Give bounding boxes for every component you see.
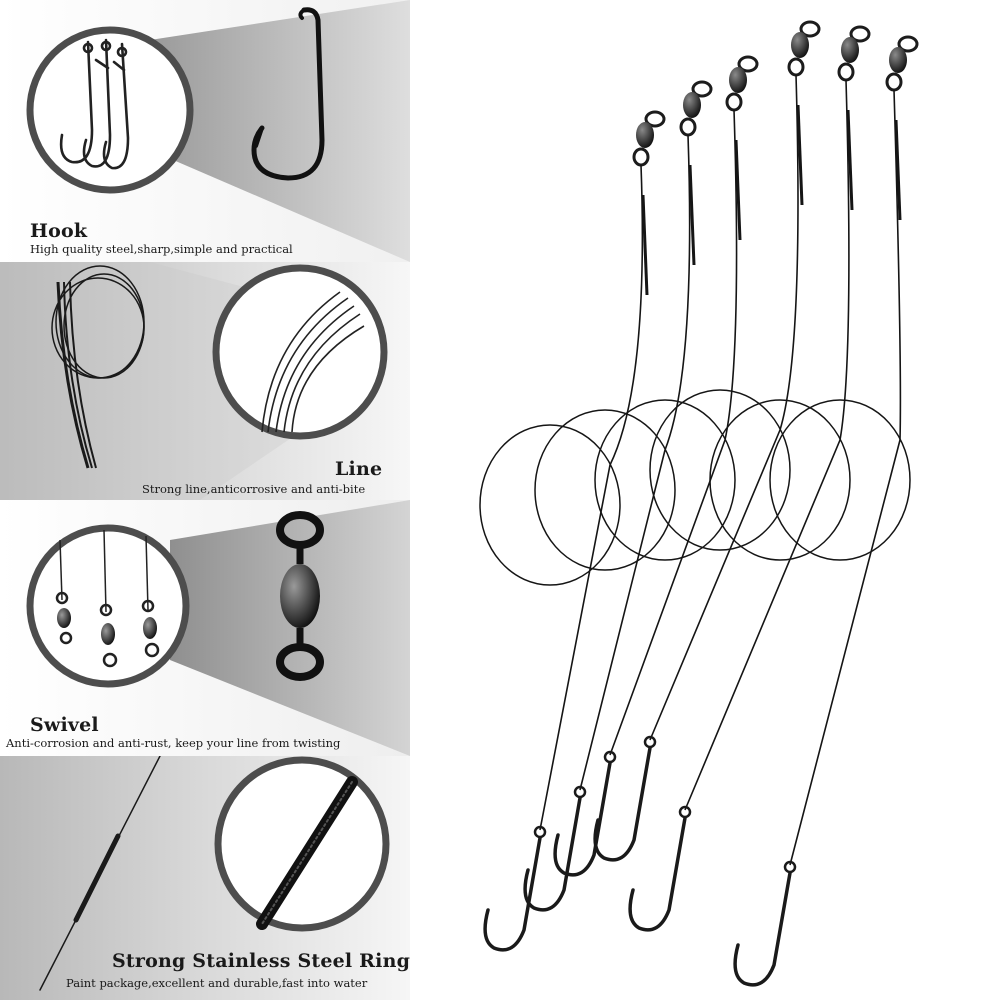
swivel-eye bbox=[632, 147, 650, 167]
swivel-eye bbox=[787, 57, 805, 77]
leader-wire bbox=[789, 89, 902, 866]
feature-panel-steel-ring: Strong Stainless Steel Ring Paint packag… bbox=[0, 756, 410, 1000]
fishing-hook bbox=[553, 761, 612, 877]
swivel-eye bbox=[799, 20, 821, 38]
hook-description: High quality steel,sharp,simple and prac… bbox=[30, 242, 293, 256]
steel-ring-title: Strong Stainless Steel Ring bbox=[112, 950, 410, 972]
leader-wire bbox=[649, 74, 799, 741]
hook-spotlight-beam bbox=[150, 0, 410, 262]
swivel-bead bbox=[791, 32, 809, 58]
swivel-eye bbox=[725, 92, 743, 112]
swivel-eye bbox=[885, 72, 903, 92]
swivel-spotlight-beam bbox=[170, 500, 410, 756]
rigs-group bbox=[479, 20, 919, 987]
swivel-bead bbox=[636, 122, 654, 148]
fishing-hook bbox=[628, 816, 687, 932]
hook-title: Hook bbox=[30, 220, 88, 242]
wire-loop bbox=[594, 399, 736, 561]
swivel-bead bbox=[889, 47, 907, 73]
wire-sleeve bbox=[688, 164, 696, 266]
wire-sleeve bbox=[641, 194, 649, 296]
hook-icon bbox=[59, 38, 130, 170]
line-panel-graphic bbox=[0, 262, 410, 500]
swivel-bead bbox=[729, 67, 747, 93]
feature-panel-line: Line Strong line,anticorrosive and anti-… bbox=[0, 262, 410, 500]
swivel-eye bbox=[849, 25, 871, 43]
large-hook-icon bbox=[251, 7, 325, 181]
coiled-line-icon bbox=[51, 265, 145, 469]
wire-sleeve bbox=[734, 139, 742, 241]
swivel-bead bbox=[841, 37, 859, 63]
line-description: Strong line,anticorrosive and anti-bite bbox=[142, 482, 366, 496]
line-zoom-circle bbox=[212, 264, 388, 440]
large-swivel-icon bbox=[276, 511, 324, 681]
swivel-eye bbox=[837, 62, 855, 82]
swivel-eye bbox=[679, 117, 697, 137]
fishing-hook bbox=[523, 796, 582, 912]
line-title: Line bbox=[335, 458, 383, 480]
swivel-icon bbox=[55, 529, 160, 668]
steel-ring-description: Paint package,excellent and durable,fast… bbox=[66, 976, 368, 990]
fishing-hook bbox=[593, 746, 652, 862]
swivel-title: Swivel bbox=[30, 714, 99, 736]
fishing-hook bbox=[483, 836, 542, 952]
wire-loop bbox=[479, 424, 621, 586]
wire-loop bbox=[649, 389, 791, 551]
steel-wire-closeup-icon bbox=[256, 776, 358, 930]
swivel-eye bbox=[691, 80, 713, 98]
feature-panel-hook: Hook High quality steel,sharp,simple and… bbox=[0, 0, 410, 262]
swivel-eye bbox=[897, 35, 919, 53]
swivel-bead bbox=[683, 92, 701, 118]
feature-panel-swivel: Swivel Anti-corrosion and anti-rust, kee… bbox=[0, 500, 410, 756]
leader-wire bbox=[684, 79, 850, 811]
steel-panel-graphic bbox=[0, 756, 410, 1000]
swivel-eye bbox=[644, 110, 666, 128]
wire-sleeve bbox=[796, 104, 804, 206]
swivel-eye bbox=[737, 55, 759, 73]
line-closeup-icon bbox=[261, 291, 365, 433]
steel-wire-icon bbox=[39, 756, 161, 991]
swivel-panel-graphic bbox=[0, 500, 410, 756]
leader-wire bbox=[609, 109, 738, 756]
swivel-description: Anti-corrosion and anti-rust, keep your … bbox=[6, 736, 341, 750]
wire-loop bbox=[769, 399, 911, 561]
leader-wire bbox=[579, 134, 691, 791]
leader-wire bbox=[539, 164, 644, 831]
wire-loop bbox=[709, 399, 851, 561]
fishing-hook bbox=[733, 871, 792, 987]
wire-loop bbox=[534, 409, 676, 571]
steel-zoom-circle bbox=[214, 756, 390, 932]
wire-sleeve bbox=[894, 119, 902, 221]
wire-sleeve bbox=[846, 109, 854, 211]
rigs-hero-image bbox=[479, 20, 919, 987]
hook-panel-graphic bbox=[0, 0, 410, 262]
